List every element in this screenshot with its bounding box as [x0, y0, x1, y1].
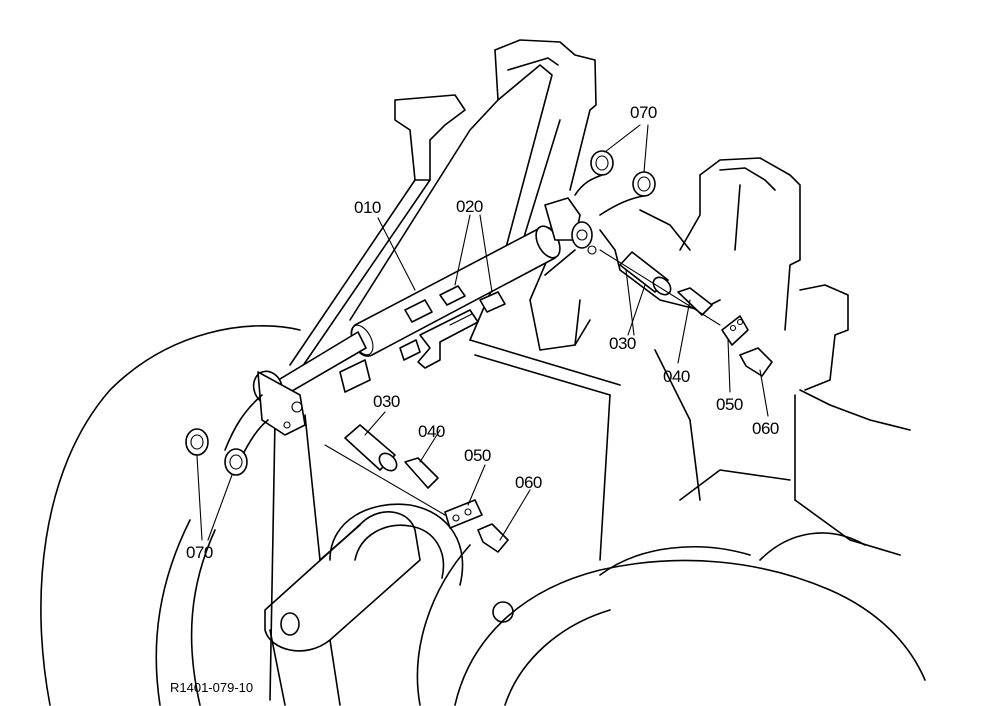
callout-070-upper: 070 [630, 103, 657, 122]
upper-pin-assembly [599, 249, 773, 377]
leader-lines [196, 124, 769, 541]
callout-030-upper: 030 [609, 334, 636, 353]
callout-010: 010 [354, 198, 381, 217]
callout-040-upper: 040 [663, 367, 690, 386]
callout-050-upper: 050 [716, 395, 743, 414]
callout-020: 020 [456, 197, 483, 216]
lower-pin-assembly [324, 424, 509, 553]
callout-050-lower: 050 [464, 446, 491, 465]
callout-labels: 010 020 030 040 050 060 070 070 030 040 … [186, 103, 779, 562]
axle-bracket-structure [40, 39, 926, 706]
callout-030-lower: 030 [373, 392, 400, 411]
callout-070-lower: 070 [186, 543, 213, 562]
callout-060-lower: 060 [515, 473, 542, 492]
callout-060-upper: 060 [752, 419, 779, 438]
hydraulic-cylinder [224, 197, 597, 461]
reference-code: R1401-079-10 [170, 680, 253, 695]
washer-group [185, 150, 656, 476]
callout-040-lower: 040 [418, 422, 445, 441]
